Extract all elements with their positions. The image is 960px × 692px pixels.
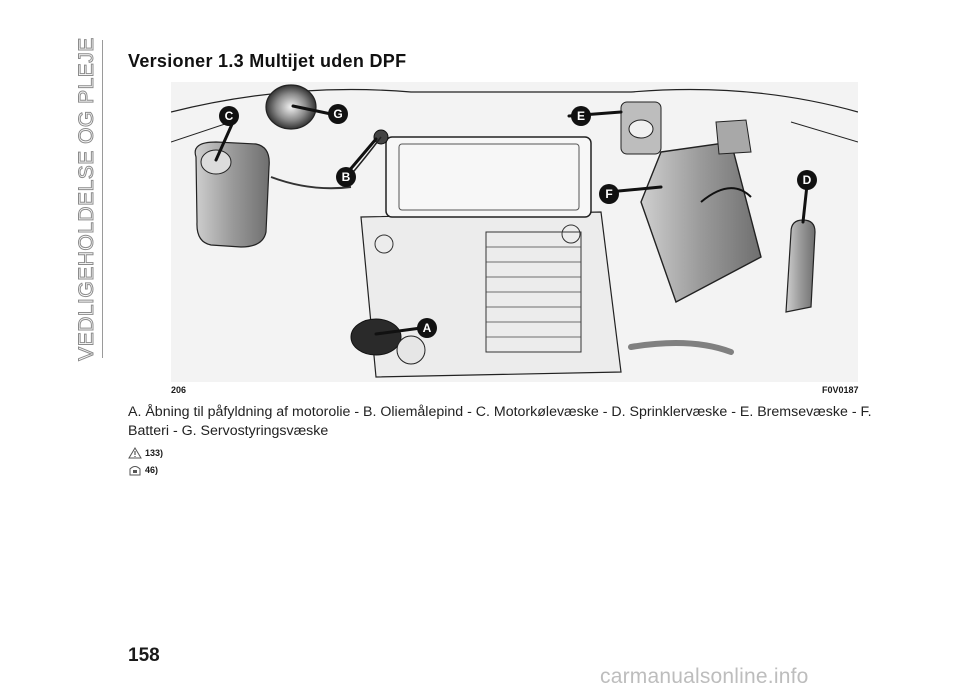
caution-icon (129, 466, 141, 476)
watermark: carmanualsonline.info (600, 665, 809, 688)
reference-warning: 133) (128, 447, 163, 459)
marker-d-label: D (803, 173, 812, 187)
figure-number: 206 (171, 385, 187, 395)
page-number: 158 (128, 645, 160, 666)
marker-b-label: B (342, 170, 351, 184)
side-rule (102, 40, 103, 358)
warning-icon (128, 447, 142, 459)
engine-bay-figure: C G B E F D A (171, 82, 858, 382)
engine-bay-illustration: C G B E F D A (171, 82, 858, 382)
reference-caution: 46) (128, 464, 158, 476)
figure-caption: A. Åbning til påfyldning af motorolie - … (128, 404, 872, 439)
marker-d: D (797, 170, 817, 190)
marker-b: B (336, 167, 356, 187)
marker-g-label: G (333, 107, 342, 121)
side-tab: VEDLIGEHOLDELSE OG PLEJE (72, 37, 102, 362)
marker-a-label: A (423, 321, 432, 335)
marker-a: A (417, 318, 437, 338)
side-tab-text: VEDLIGEHOLDELSE OG PLEJE (75, 37, 99, 362)
marker-f-label: F (605, 187, 612, 201)
section-heading: Versioner 1.3 Multijet uden DPF (128, 51, 407, 71)
reference-warning-label: 133) (145, 448, 164, 458)
reference-caution-label: 46) (145, 465, 159, 475)
marker-e: E (571, 106, 591, 126)
figure-code: F0V0187 (822, 385, 859, 395)
marker-e-label: E (577, 109, 585, 123)
marker-c: C (219, 106, 239, 126)
marker-c-label: C (225, 109, 234, 123)
marker-f: F (599, 184, 619, 204)
marker-g: G (328, 104, 348, 124)
